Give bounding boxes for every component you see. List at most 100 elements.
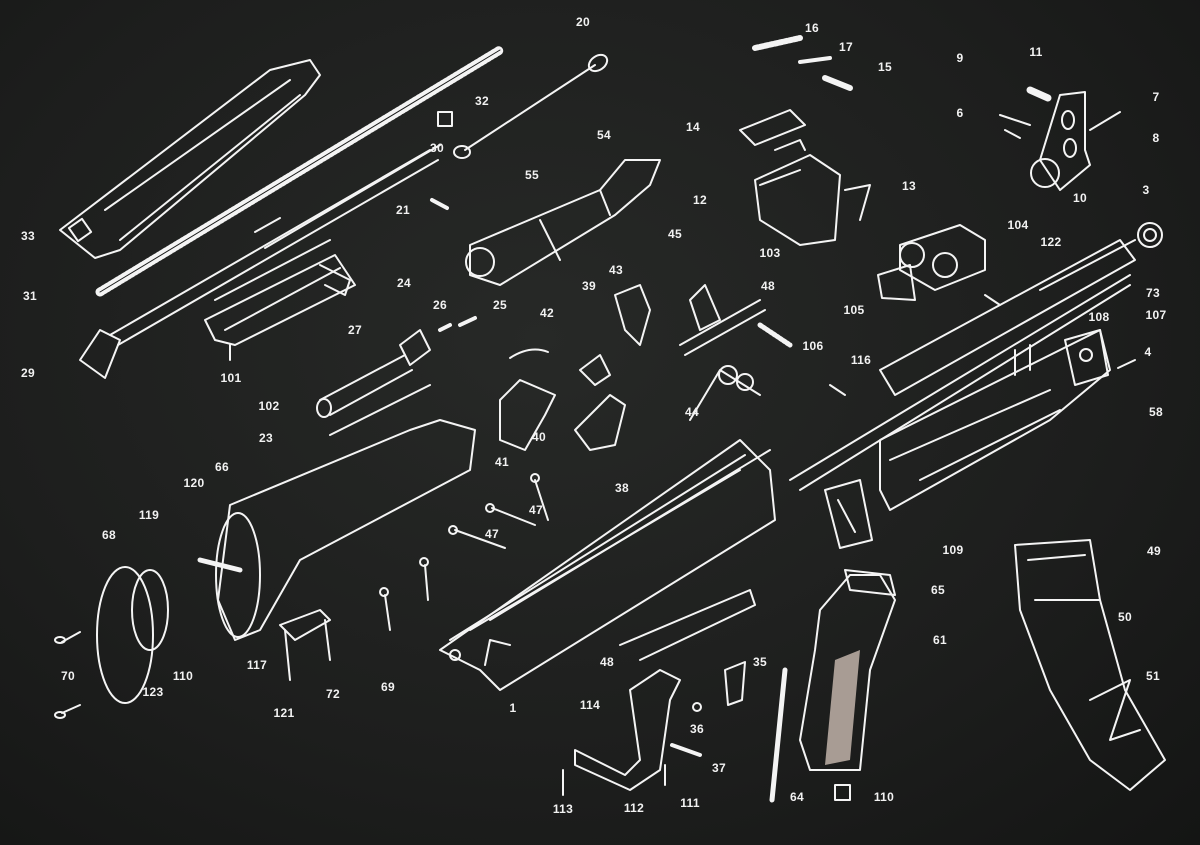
part-label: 120 [183, 476, 205, 490]
part-label: 9 [956, 51, 964, 65]
part-label: 15 [878, 60, 892, 74]
part-31-recoil-spring [95, 45, 505, 297]
part-label: 33 [21, 229, 35, 243]
part-label: 48 [600, 655, 614, 669]
part-109-lower-band [824, 479, 873, 549]
part-label: 72 [326, 687, 340, 701]
part-label: 38 [615, 481, 629, 495]
part-label: 70 [61, 669, 75, 683]
part-label: 41 [495, 455, 509, 469]
part-label: 110 [172, 669, 194, 683]
part-20-cleaning-rod [453, 53, 609, 159]
part-label: 25 [493, 298, 507, 312]
part-55-54-gas-tube [465, 159, 661, 286]
part-label: 4 [1144, 345, 1152, 359]
part-label: 30 [430, 141, 444, 155]
part-label: 42 [540, 306, 554, 320]
part-label: 31 [23, 289, 37, 303]
part-label: 69 [381, 680, 395, 694]
part-label: 32 [475, 94, 489, 108]
part-label: 61 [933, 633, 947, 647]
part-49-50-51-magazine [1014, 539, 1166, 791]
part-label: 111 [680, 796, 700, 810]
part-label: 73 [1146, 286, 1160, 300]
part-39-40-41-42-43-trigger-group [499, 284, 793, 451]
part-label: 1 [509, 701, 517, 715]
part-label: 27 [348, 323, 362, 337]
part-68-119-butt-plate [54, 566, 169, 719]
part-25-26-pins [438, 316, 477, 332]
part-label: 108 [1088, 310, 1110, 324]
part-label: 101 [220, 371, 242, 385]
part-64-grip-screw [769, 667, 788, 803]
part-label: 119 [138, 508, 160, 522]
part-label: 11 [1029, 45, 1043, 59]
part-label: 104 [1007, 218, 1029, 232]
part-61-pistol-grip [799, 569, 896, 801]
part-label: 102 [258, 399, 280, 413]
part-label: 105 [843, 303, 865, 317]
part-58-108-lower-handguard [879, 329, 1136, 511]
part-122-73-116-barrel [789, 222, 1163, 491]
part-label: 29 [21, 366, 35, 380]
part-label: 51 [1146, 669, 1160, 683]
part-label: 113 [552, 802, 574, 816]
part-label: 64 [790, 790, 804, 804]
part-label: 68 [102, 528, 116, 542]
part-label: 37 [712, 761, 726, 775]
part-label: 47 [485, 527, 499, 541]
part-label: 66 [215, 460, 229, 474]
part-label: 45 [668, 227, 682, 241]
part-47-pins [448, 473, 549, 549]
part-104-105-gas-block [877, 224, 986, 301]
part-label: 26 [433, 298, 447, 312]
part-14-12-15-16-17-sight-parts [739, 35, 853, 151]
part-label: 44 [685, 405, 699, 419]
part-label: 55 [525, 168, 539, 182]
part-label: 14 [686, 120, 700, 134]
part-24-102-gas-piston [316, 329, 431, 436]
part-label: 3 [1142, 183, 1150, 197]
part-112-114-trigger-guard [562, 589, 756, 796]
part-label: 114 [579, 698, 601, 712]
part-label: 58 [1149, 405, 1163, 419]
part-label: 20 [576, 15, 590, 29]
part-label: 109 [942, 543, 964, 557]
part-label: 36 [690, 722, 704, 736]
part-33-top-cover [59, 59, 321, 259]
part-label: 49 [1147, 544, 1161, 558]
part-label: 47 [529, 503, 543, 517]
part-label: 110 [873, 790, 895, 804]
part-label: 43 [609, 263, 623, 277]
part-label: 121 [273, 706, 295, 720]
part-label: 24 [397, 276, 411, 290]
part-label: 106 [802, 339, 824, 353]
part-10-front-sight [999, 86, 1121, 191]
part-label: 103 [759, 246, 781, 260]
part-label: 6 [956, 106, 964, 120]
part-103-rear-sight-base [754, 154, 871, 246]
part-66-buttstock [197, 419, 476, 641]
part-label: 35 [753, 655, 767, 669]
part-label: 116 [850, 353, 872, 367]
part-label: 12 [693, 193, 707, 207]
part-121-72-sling-swivel [279, 609, 331, 681]
part-label: 17 [839, 40, 853, 54]
part-101-bolt-carrier [204, 239, 356, 361]
part-label: 7 [1152, 90, 1160, 104]
part-label: 16 [805, 21, 819, 35]
part-69-screws [379, 557, 429, 631]
part-label: 10 [1073, 191, 1087, 205]
part-label: 117 [246, 658, 268, 672]
part-label: 112 [623, 801, 645, 815]
part-29-guide-rod [79, 144, 441, 379]
part-32 [437, 111, 453, 127]
part-label: 8 [1152, 131, 1160, 145]
part-label: 122 [1040, 235, 1062, 249]
part-21-pin [430, 198, 449, 210]
part-label: 39 [582, 279, 596, 293]
part-label: 23 [259, 431, 273, 445]
part-label: 13 [902, 179, 916, 193]
